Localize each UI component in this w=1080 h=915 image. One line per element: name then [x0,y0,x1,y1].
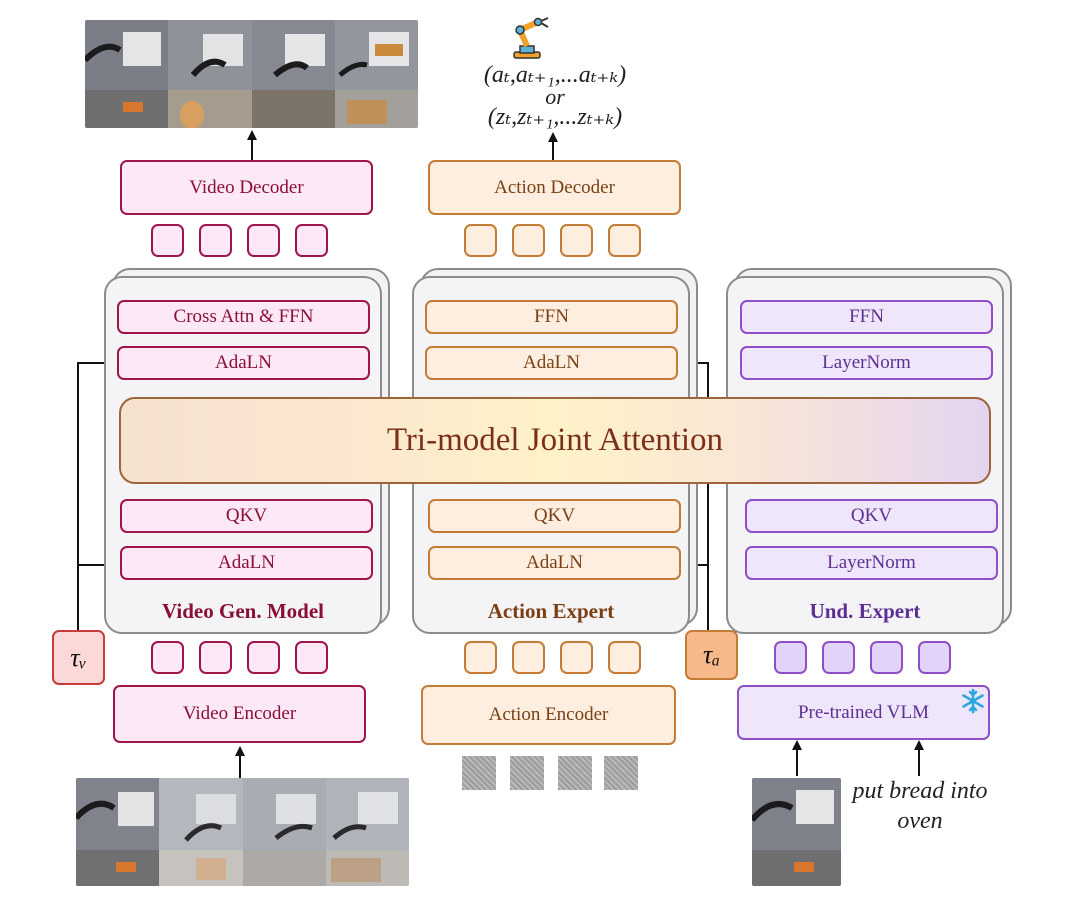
cross-attn-ffn-box: Cross Attn & FFN [117,300,370,334]
pretrained-vlm-box: Pre-trained VLM [737,685,990,740]
action-token [464,224,497,257]
action-token [560,641,593,674]
action-noise-input [510,756,544,790]
action-adaln-bottom-box: AdaLN [428,546,681,580]
video-adaln-top-box: AdaLN [117,346,370,380]
und-expert-title: Und. Expert [809,598,921,623]
action-encoder-box: Action Encoder [421,685,676,745]
action-expert-title: Action Expert [487,598,615,623]
output-video-frames [85,20,418,128]
action-ffn-box: FFN [425,300,678,334]
und-token [822,641,855,674]
snowflake-icon [960,688,986,714]
video-token [199,641,232,674]
or-label: or [545,84,565,109]
vlm-image-input [752,778,841,886]
video-token [199,224,232,257]
und-qkv-box: QKV [745,499,998,533]
und-token [774,641,807,674]
video-gen-model-title: Video Gen. Model [162,598,324,623]
video-encoder-box: Video Encoder [113,685,366,743]
video-token [295,641,328,674]
pretrained-vlm-label: Pre-trained VLM [797,701,930,723]
action-sequence-label: (aₜ,aₜ₊₁,...aₜ₊ₖ) [483,61,627,88]
tau-a-badge: τₐ [685,630,738,680]
video-adaln-bottom-box: AdaLN [120,546,373,580]
action-adaln-top-box: AdaLN [425,346,678,380]
language-instruction: put bread into oven [852,778,988,834]
und-layernorm-top-box: LayerNorm [740,346,993,380]
action-token [608,641,641,674]
tau-v-badge: τᵥ [52,630,105,685]
action-token [560,224,593,257]
video-token [151,641,184,674]
action-token [464,641,497,674]
und-token [918,641,951,674]
und-token [870,641,903,674]
video-token [247,641,280,674]
und-ffn-box: FFN [740,300,993,334]
video-token [295,224,328,257]
action-token [512,224,545,257]
arrow-tau-v-top [77,358,118,630]
action-qkv-box: QKV [428,499,681,533]
input-noisy-video-frames [76,778,409,886]
video-qkv-box: QKV [120,499,373,533]
action-noise-input [462,756,496,790]
action-decoder-box: Action Decoder [428,160,681,215]
video-decoder-box: Video Decoder [120,160,373,215]
action-token [512,641,545,674]
action-noise-input [604,756,638,790]
video-token [247,224,280,257]
video-token [151,224,184,257]
robot-arm-icon [508,14,554,60]
und-layernorm-bottom-box: LayerNorm [745,546,998,580]
action-noise-input [558,756,592,790]
tri-model-joint-attention-box: Tri-model Joint Attention [119,397,991,484]
action-token [608,224,641,257]
latent-sequence-label: (zₜ,zₜ₊₁,...zₜ₊ₖ) [487,103,623,130]
